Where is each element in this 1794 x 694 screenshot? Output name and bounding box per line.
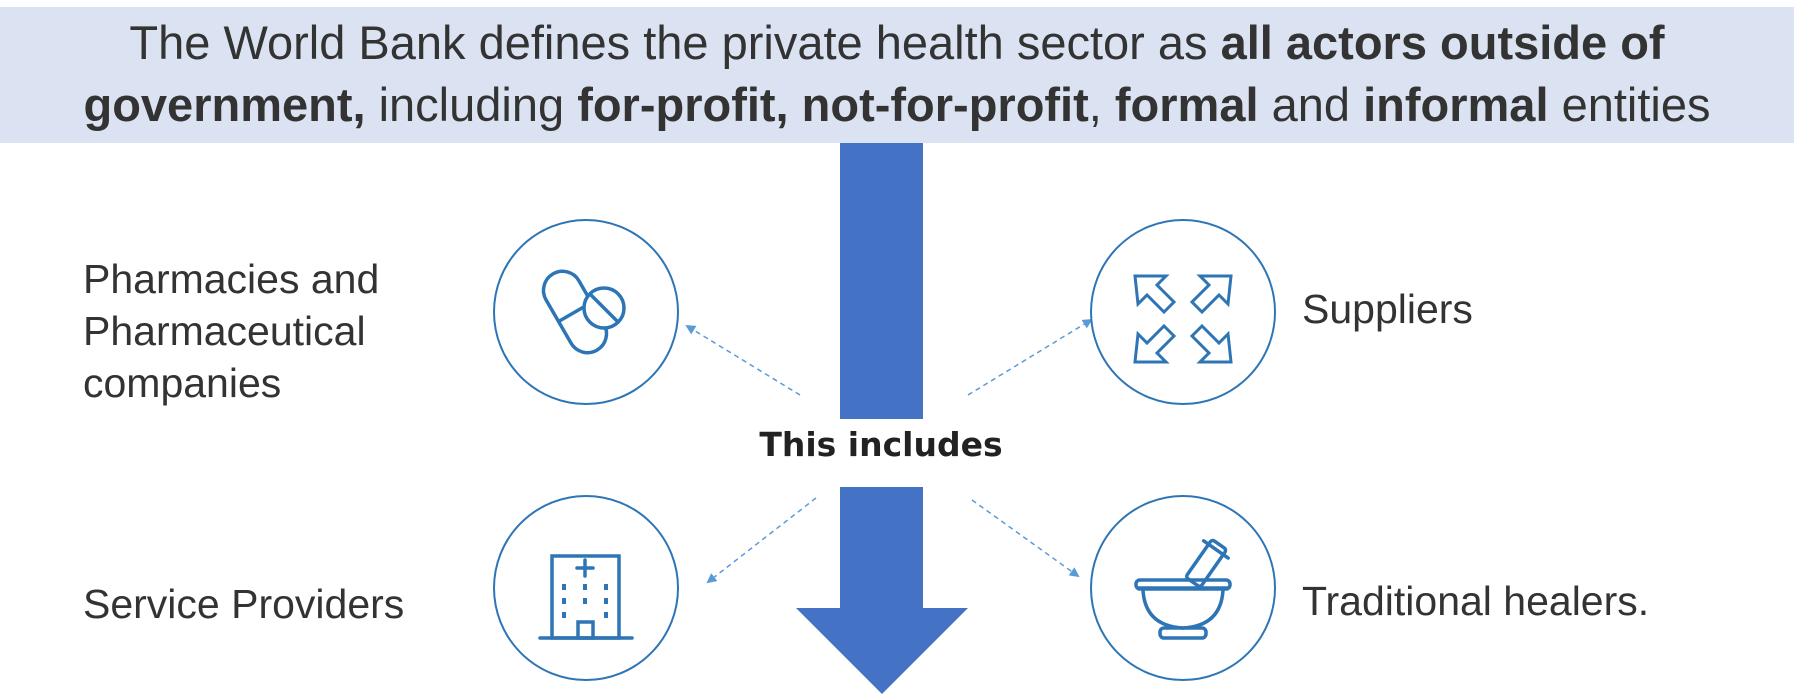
- central-arrow-head: [796, 608, 968, 694]
- headline-segment: The World Bank defines the private healt…: [129, 16, 1221, 69]
- headline-segment-bold: government,: [83, 78, 366, 131]
- expand-arrows-icon: [1133, 274, 1233, 364]
- connector-to-service-providers: [706, 497, 817, 584]
- connector-to-traditional-healers: [971, 499, 1080, 578]
- headline-segment: and: [1258, 78, 1364, 131]
- headline-segment-bold: formal: [1114, 78, 1259, 131]
- headline-segment: entities: [1548, 78, 1711, 131]
- pharmacies-label-line: companies: [83, 360, 282, 406]
- pharmacies-label-line: Pharmaceutical: [83, 308, 366, 354]
- connector-to-suppliers: [967, 318, 1093, 396]
- service-providers-label-line: Service Providers: [83, 581, 405, 627]
- headline-segment-bold: for-profit, not-for-profit: [577, 78, 1089, 131]
- pharmacies-label-line: Pharmacies and: [83, 256, 380, 302]
- traditional-healers-label-line: Traditional healers.: [1302, 578, 1650, 624]
- headline-segment-bold: all actors outside of: [1220, 16, 1665, 69]
- hospital-building-icon: [538, 554, 634, 640]
- headline-segment: ,: [1088, 78, 1115, 131]
- suppliers-icon-circle: [1090, 219, 1276, 405]
- headline-banner: [0, 7, 1794, 143]
- pharmacies-label: Pharmacies and Pharmaceutical companies: [83, 253, 379, 409]
- center-label: This includes: [759, 425, 1003, 464]
- suppliers-label-line: Suppliers: [1302, 286, 1473, 332]
- mortar-pestle-icon: [1134, 538, 1232, 640]
- traditional-healers-label: Traditional healers.: [1302, 575, 1649, 627]
- headline-segment-bold: informal: [1363, 78, 1549, 131]
- service-providers-label: Service Providers: [83, 578, 404, 630]
- headline-line-2: government, including for-profit, not-fo…: [0, 74, 1794, 136]
- headline: The World Bank defines the private healt…: [0, 12, 1794, 136]
- headline-line-1: The World Bank defines the private healt…: [0, 12, 1794, 74]
- central-arrow-shaft-bottom: [840, 487, 923, 610]
- central-arrow-shaft-top: [840, 143, 923, 419]
- connector-to-pharmacies: [685, 324, 801, 396]
- headline-segment: including: [365, 78, 578, 131]
- pills-icon: [541, 269, 626, 355]
- suppliers-label: Suppliers: [1302, 283, 1473, 335]
